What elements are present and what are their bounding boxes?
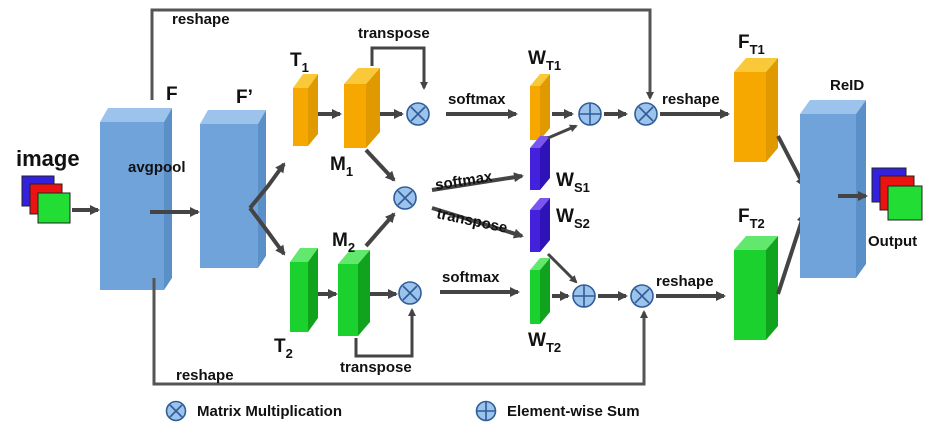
feature-map-f-prime: [200, 110, 266, 268]
reshape-path-top: [150, 8, 654, 100]
wt1-block: [530, 74, 550, 140]
reid-block: [800, 100, 866, 278]
f-label: F: [166, 84, 178, 105]
matrix-multiplication-icon: [165, 400, 187, 422]
transpose-label-bottom: transpose: [340, 359, 412, 376]
legend: Matrix Multiplication Element-wise Sum: [165, 396, 725, 426]
reshape-label-bottom-right: reshape: [656, 273, 714, 290]
reid-label: ReID: [830, 77, 864, 94]
m1-label: M1: [330, 154, 353, 179]
arrow-fprime-to-t2: [248, 206, 286, 256]
t2-block: [290, 248, 318, 332]
wt1-label: WT1: [528, 48, 561, 73]
transpose-path-bottom: [354, 308, 416, 358]
transpose-label-top: transpose: [358, 25, 430, 42]
transpose-path-top: [370, 46, 428, 90]
ft2-label: FT2: [738, 206, 765, 231]
m2-label: M2: [332, 230, 355, 255]
matmul-operator-top-right: [634, 102, 658, 126]
ft1-label: FT1: [738, 32, 765, 57]
ws2-label: WS2: [556, 206, 590, 231]
sum-operator-top: [578, 102, 602, 126]
matmul-operator-mid: [393, 186, 417, 210]
legend-sum-label: Element-wise Sum: [507, 402, 640, 420]
avgpool-label: avgpool: [128, 159, 186, 176]
arrow-m2-to-matmul-mid: [364, 212, 396, 248]
matmul-operator-bottom: [398, 281, 422, 305]
legend-item-matmul: Matrix Multiplication: [165, 396, 342, 426]
ws1-block: [530, 136, 550, 190]
input-image-stack: [21, 175, 71, 224]
sum-operator-bottom: [572, 284, 596, 308]
transpose-label-mid: transpose: [435, 205, 509, 237]
m2-block: [338, 250, 370, 336]
wt2-label: WT2: [528, 330, 561, 355]
ft2-block: [734, 236, 778, 340]
softmax-label-top: softmax: [448, 91, 506, 108]
ft1-block: [734, 58, 778, 162]
wt2-block: [530, 258, 550, 324]
softmax-label-bottom: softmax: [442, 269, 500, 286]
matmul-operator-bottom-right: [630, 284, 654, 308]
element-wise-sum-icon: [475, 400, 497, 422]
softmax-label-mid: softmax: [434, 168, 494, 194]
arrow-ws2-to-sum-bottom: [546, 252, 578, 284]
arrow-transpose-mid: [431, 206, 524, 239]
ws1-label: WS1: [556, 170, 590, 195]
output-label: Output: [868, 233, 917, 250]
reshape-label-bottom: reshape: [176, 367, 234, 384]
reshape-label-top-right: reshape: [662, 91, 720, 108]
m1-block: [344, 68, 380, 148]
output-image-stack: [871, 167, 923, 221]
t1-block: [293, 74, 318, 146]
arrow-softmax-mid: [431, 172, 524, 192]
reshape-path-bottom: [152, 278, 648, 386]
arrow-fprime-to-t1: [248, 162, 286, 210]
feature-map-f: [100, 108, 172, 290]
arrow-ws1-to-sum-top: [547, 124, 578, 140]
image-label: image: [16, 146, 80, 171]
f-prime-label: F’: [236, 87, 253, 108]
arrow-ft1-to-reid: [776, 135, 806, 188]
reshape-label-top: reshape: [172, 11, 230, 28]
legend-matmul-label: Matrix Multiplication: [197, 402, 343, 420]
t2-label: T2: [274, 336, 293, 361]
legend-item-sum: Element-wise Sum: [475, 396, 640, 426]
t1-label: T1: [290, 50, 309, 75]
arrow-ft2-to-reid: [776, 212, 807, 295]
arrow-m1-to-matmul-mid: [364, 148, 396, 182]
ws2-block: [530, 198, 550, 252]
matmul-operator-top: [406, 102, 430, 126]
